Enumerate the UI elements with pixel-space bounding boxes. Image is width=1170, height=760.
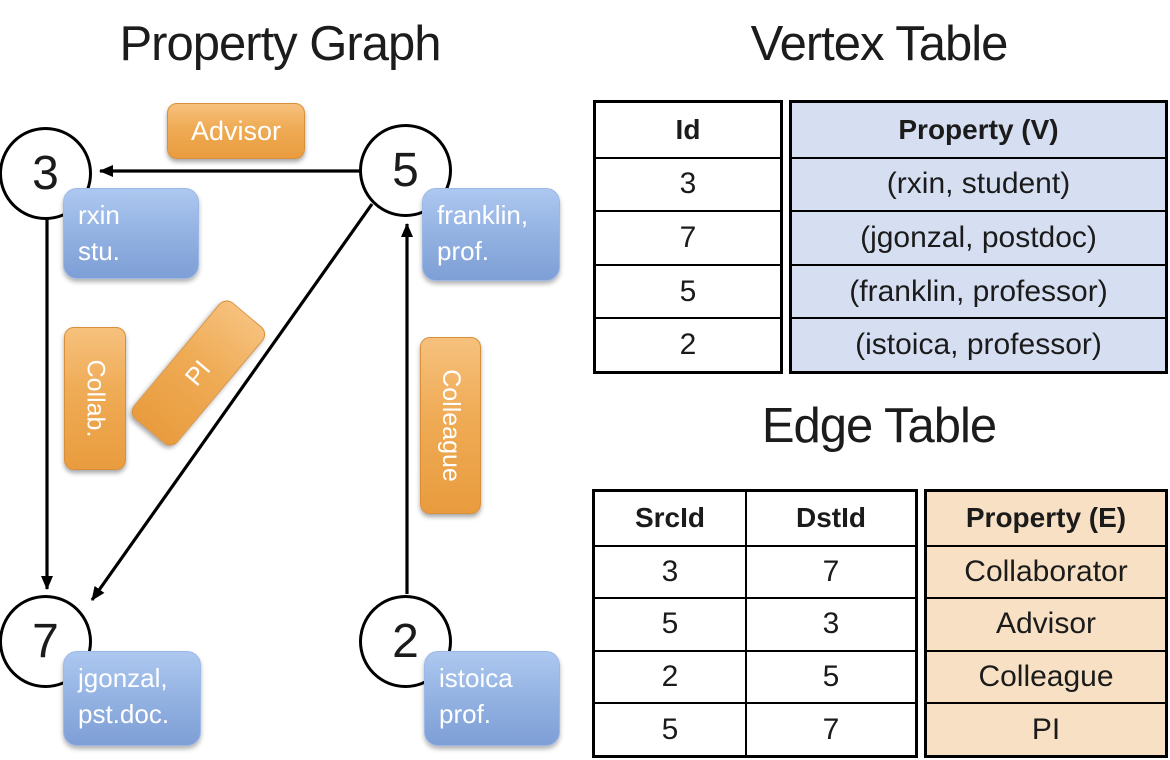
table-cell: 2 bbox=[595, 649, 745, 703]
node-id: 3 bbox=[32, 146, 59, 200]
table-cell: 5 bbox=[595, 597, 745, 650]
vertex-table-property-column: Property (V) (rxin, student) (jgonzal, p… bbox=[789, 100, 1168, 374]
edge-label-collab: Collab. bbox=[64, 327, 126, 470]
vertex-property-box-2: istoica prof. bbox=[424, 651, 560, 746]
table-cell: 5 bbox=[745, 649, 915, 703]
column-header: Property (E) bbox=[965, 502, 1127, 534]
table-cell: 7 bbox=[745, 702, 915, 755]
table-cell: 7 bbox=[745, 544, 915, 598]
edge-label-advisor: Advisor bbox=[167, 103, 305, 159]
table-cell: 3 bbox=[596, 156, 780, 211]
column-header: Id bbox=[675, 113, 701, 145]
edge-table: SrcId DstId 3 7 5 3 2 5 5 7 Property (E)… bbox=[592, 489, 1168, 758]
node-id: 2 bbox=[392, 614, 419, 668]
table-cell: Colleague bbox=[927, 649, 1165, 703]
vertex-table-title: Vertex Table bbox=[750, 17, 1009, 71]
table-cell: Advisor bbox=[927, 597, 1165, 650]
table-cell: (franklin, professor) bbox=[792, 263, 1165, 318]
vertex-table: Id 3 7 5 2 Property (V) (rxin, student) … bbox=[593, 100, 1168, 374]
node-circle-3: 3 bbox=[0, 127, 92, 220]
edge-label-colleague: Colleague bbox=[420, 337, 481, 514]
edge-table-title: Edge Table bbox=[761, 399, 997, 453]
column-header: DstId bbox=[745, 492, 915, 545]
edge-table-property-column: Property (E) Collaborator Advisor Collea… bbox=[924, 489, 1168, 758]
vertex-property-box-3: rxin stu. bbox=[63, 188, 199, 279]
table-cell: PI bbox=[927, 702, 1165, 755]
table-cell: 2 bbox=[596, 317, 780, 371]
table-cell: 3 bbox=[595, 544, 745, 598]
table-cell: 3 bbox=[745, 597, 915, 650]
table-cell: (rxin, student) bbox=[792, 156, 1165, 211]
edge-label-pi: PI bbox=[127, 296, 270, 450]
edge-table-id-columns: SrcId DstId 3 7 5 3 2 5 5 7 bbox=[592, 489, 918, 758]
node-id: 7 bbox=[32, 614, 59, 668]
column-header: SrcId bbox=[634, 502, 706, 534]
vertex-property-box-5: franklin, prof. bbox=[422, 188, 560, 281]
column-header: Property (V) bbox=[898, 113, 1059, 145]
table-cell: Collaborator bbox=[927, 544, 1165, 598]
node-id: 5 bbox=[392, 143, 419, 197]
table-cell: 5 bbox=[595, 702, 745, 755]
graph-title: Property Graph bbox=[119, 17, 442, 71]
table-cell: (jgonzal, postdoc) bbox=[792, 210, 1165, 264]
vertex-table-id-column: Id 3 7 5 2 bbox=[593, 100, 783, 374]
vertex-property-box-7: jgonzal, pst.doc. bbox=[63, 651, 201, 746]
table-cell: 7 bbox=[596, 210, 780, 264]
table-cell: 5 bbox=[596, 263, 780, 318]
table-cell: (istoica, professor) bbox=[792, 317, 1165, 371]
node-circle-5: 5 bbox=[359, 124, 452, 217]
